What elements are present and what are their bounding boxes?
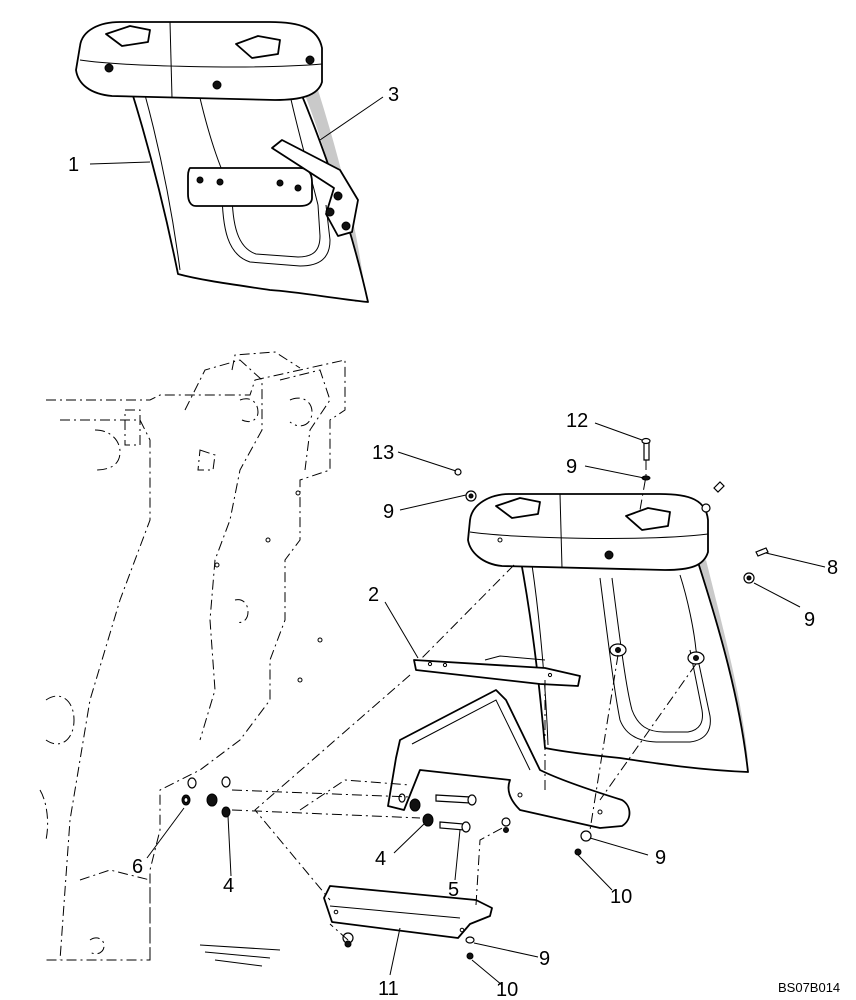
loader-frame-phantom xyxy=(39,351,346,967)
callout-9-right: 9 xyxy=(804,609,815,631)
exploded-fender-assembly xyxy=(467,493,749,773)
callout-6: 6 xyxy=(132,856,143,878)
callout-labels: 1 2 3 4 4 5 6 8 9 9 9 9 9 10 10 11 12 13 xyxy=(68,84,838,1000)
callout-9-mid: 9 xyxy=(655,847,666,869)
callout-12: 12 xyxy=(566,410,588,432)
upper-fender-assembly xyxy=(75,21,369,303)
callout-8: 8 xyxy=(827,557,838,579)
callout-4-left: 4 xyxy=(223,875,234,897)
callout-13: 13 xyxy=(372,442,394,464)
callout-2: 2 xyxy=(368,584,379,606)
callout-9-left: 9 xyxy=(383,501,394,523)
callout-9-bottom: 9 xyxy=(539,948,550,970)
callout-4-right: 4 xyxy=(375,848,386,870)
callout-1: 1 xyxy=(68,154,79,176)
drawing-code: BS07B014 xyxy=(778,980,840,995)
lower-plate-part-11 xyxy=(323,885,493,939)
callout-10-mid: 10 xyxy=(610,886,632,908)
callout-9-top: 9 xyxy=(566,456,577,478)
callout-3: 3 xyxy=(388,84,399,106)
support-bracket xyxy=(387,689,631,829)
explode-lines xyxy=(231,460,697,941)
callout-10-bottom: 10 xyxy=(496,979,518,1000)
callout-5: 5 xyxy=(448,879,459,901)
bracket-plate-part-2 xyxy=(413,655,581,687)
callout-11: 11 xyxy=(378,978,399,1000)
leader-lines xyxy=(89,96,826,986)
